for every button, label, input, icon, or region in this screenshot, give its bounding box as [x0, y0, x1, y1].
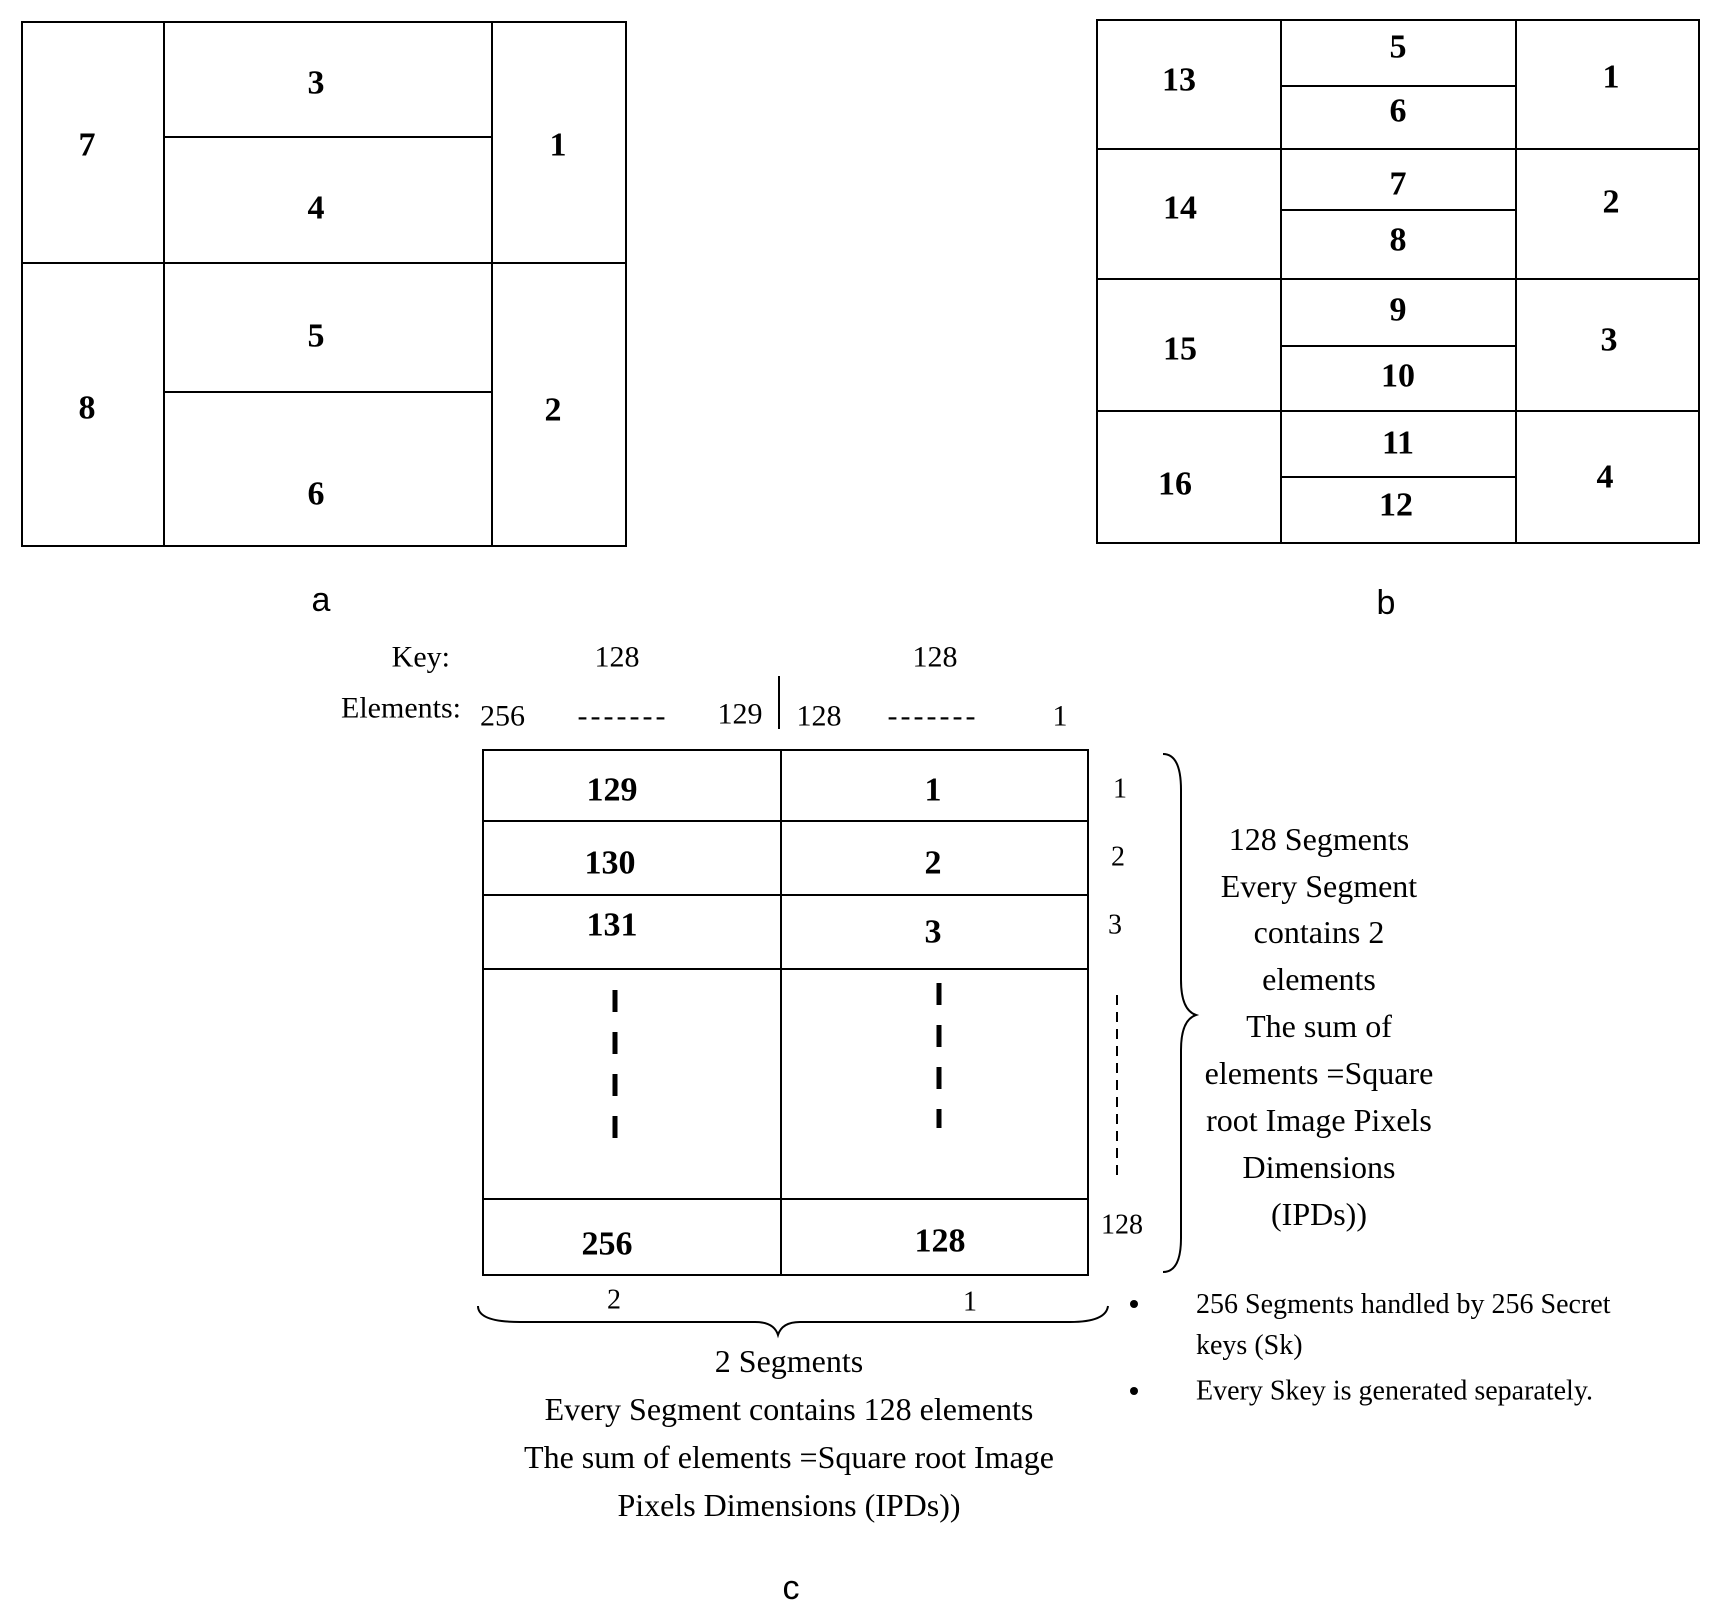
- panel-a-cell: 7: [79, 127, 96, 164]
- bullet-line-1b: keys (Sk): [1196, 1330, 1303, 1361]
- table-cell: 2: [925, 845, 942, 882]
- right-note-line: elements =Square: [1205, 1055, 1434, 1091]
- panel-a-cell: 3: [308, 65, 325, 102]
- row-index: 128: [1101, 1210, 1143, 1241]
- bullet-line: keys (Sk): [1196, 1330, 1303, 1361]
- panel-b-cell: 15: [1163, 331, 1197, 368]
- table-cell: 131: [587, 907, 638, 944]
- panel-b-cell: 10: [1381, 358, 1415, 395]
- segment-table-frame: [482, 749, 1089, 1276]
- panel-a-cell: 2: [545, 392, 562, 429]
- bottom-note-line: Pixels Dimensions (IPDs)): [617, 1487, 960, 1523]
- panel-c-caption: c: [783, 1569, 800, 1607]
- bullet-list: 256 Segments handled by 256 Secret keys …: [1130, 1289, 1611, 1407]
- column-index: 2: [607, 1285, 621, 1316]
- panel-b-cell: 9: [1390, 292, 1407, 329]
- right-note-line: elements: [1262, 961, 1376, 997]
- panel-b-cell: 16: [1158, 466, 1192, 503]
- table-cell: 1: [925, 772, 942, 809]
- table-cell: 256: [582, 1226, 633, 1263]
- right-brace: [1162, 753, 1200, 1273]
- right-note: 128 Segments Every Segment contains 2 el…: [1205, 821, 1434, 1232]
- key-value: 128: [913, 641, 958, 674]
- bottom-note: 2 Segments Every Segment contains 128 el…: [524, 1343, 1054, 1523]
- panel-b-cell: 1: [1603, 59, 1620, 96]
- elements-range-end: 1: [1053, 700, 1068, 733]
- column-index: 1: [963, 1287, 977, 1318]
- key-label: Key:: [392, 641, 450, 674]
- panel-b-cell: 7: [1390, 166, 1407, 203]
- right-note-line: The sum of: [1246, 1008, 1392, 1044]
- right-note-line: 128 Segments: [1229, 821, 1409, 857]
- table-cell: 3: [925, 914, 942, 951]
- elements-label: Elements:: [341, 692, 461, 725]
- panel-a-cell: 1: [550, 127, 567, 164]
- panel-b-cell: 4: [1597, 459, 1614, 496]
- elements-range-end: 129: [718, 698, 763, 731]
- table-cell: 130: [585, 845, 636, 882]
- panel-a-frame: [21, 21, 627, 547]
- right-note-line: contains 2: [1254, 914, 1385, 950]
- elements-range-start: 128: [797, 700, 842, 733]
- panel-a-cell: 5: [308, 318, 325, 355]
- right-note-line: Dimensions: [1243, 1149, 1396, 1185]
- bullet-line-1a: 256 Segments handled by 256 Secret: [1196, 1289, 1611, 1320]
- panel-b-cell: 13: [1162, 62, 1196, 99]
- panel-b-cell: 11: [1382, 425, 1414, 462]
- panel-a-caption: a: [312, 581, 331, 619]
- panel-b-frame: [1096, 19, 1700, 544]
- panel-b-cell: 12: [1379, 487, 1413, 524]
- right-note-line: (IPDs)): [1271, 1196, 1367, 1232]
- elements-range-dashes: -------: [888, 700, 979, 733]
- panel-a: [21, 21, 627, 547]
- panel-b: [1096, 19, 1700, 544]
- panel-b-cell: 6: [1390, 93, 1407, 130]
- panel-b-cell: 5: [1390, 29, 1407, 66]
- table-cell: 129: [587, 772, 638, 809]
- bullet-line: Every Skey is generated separately.: [1196, 1376, 1593, 1407]
- panel-b-caption: b: [1377, 584, 1396, 622]
- row-index: 2: [1111, 842, 1125, 873]
- panel-b-cell: 2: [1603, 184, 1620, 221]
- right-note-line: root Image Pixels: [1206, 1102, 1432, 1138]
- key-value: 128: [595, 641, 640, 674]
- row-index: 3: [1108, 910, 1122, 941]
- panel-b-cell: 3: [1601, 322, 1618, 359]
- bullet-dot: [1130, 1387, 1138, 1395]
- panel-b-cell: 8: [1390, 222, 1407, 259]
- row-index: 1: [1113, 774, 1127, 805]
- panel-a-cell: 8: [79, 390, 96, 427]
- bottom-note-line: The sum of elements =Square root Image: [524, 1439, 1054, 1475]
- panel-a-cell: 6: [308, 476, 325, 513]
- right-note-line: Every Segment: [1221, 868, 1418, 904]
- table-cell: 128: [915, 1223, 966, 1260]
- bottom-brace: [477, 1305, 1109, 1339]
- bottom-note-line: Every Segment contains 128 elements: [545, 1391, 1034, 1427]
- panel-b-cell: 14: [1163, 190, 1197, 227]
- bullet-dot: [1130, 1300, 1138, 1308]
- segment-table: [482, 749, 1089, 1276]
- bottom-note-line: 2 Segments: [715, 1343, 863, 1379]
- panel-a-cell: 4: [308, 190, 325, 227]
- bullet-line: 256 Segments handled by 256 Secret: [1196, 1289, 1611, 1320]
- elements-range-dashes: -------: [578, 700, 669, 733]
- elements-range-start: 256: [480, 700, 525, 733]
